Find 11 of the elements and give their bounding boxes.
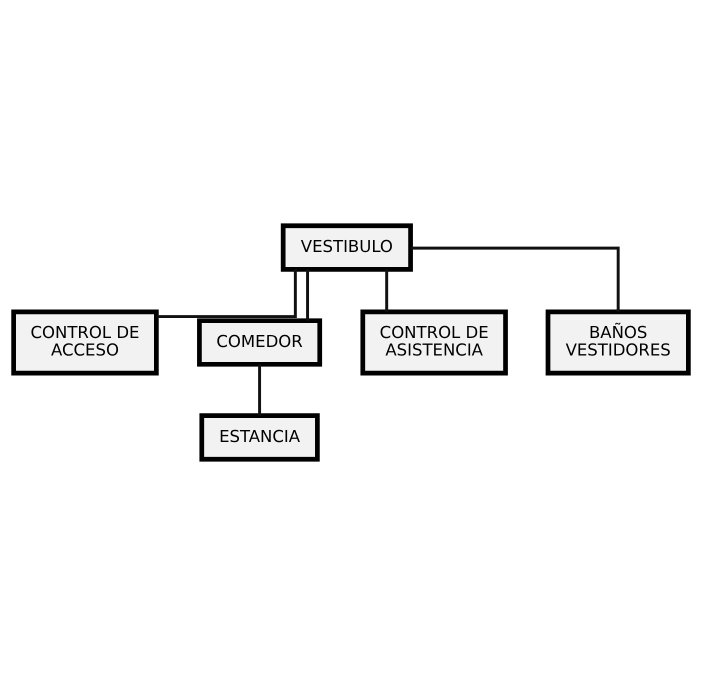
node-box: VESTIBULO [280,223,413,272]
connector [385,270,388,312]
node-box: BAÑOS VESTIDORES [546,309,691,376]
connector [306,270,310,321]
connector [258,364,262,416]
node-box: CONTROL DE ASISTENCIA [360,309,508,376]
node-box: CONTROL DE ACCESO [11,309,159,376]
node-box: ESTANCIA [199,413,320,462]
node-box: COMEDOR [197,318,322,367]
connector [410,246,620,312]
connector [156,269,297,318]
